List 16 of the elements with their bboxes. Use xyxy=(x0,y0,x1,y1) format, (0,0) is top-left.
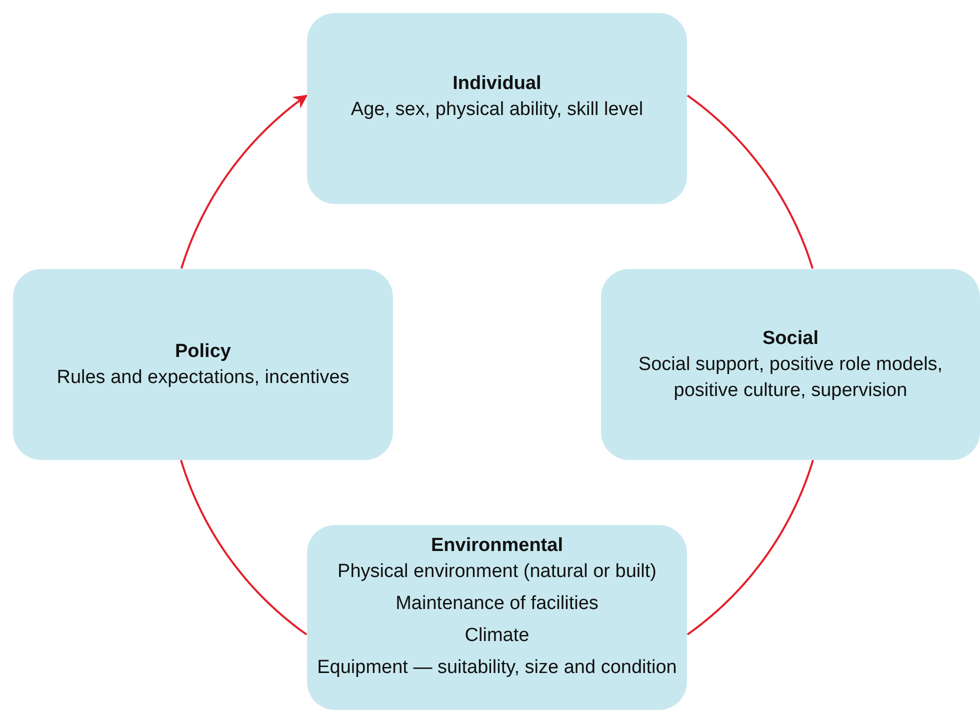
rounded-box xyxy=(13,269,393,460)
box-heading: Policy xyxy=(175,340,231,364)
box-heading: Environmental xyxy=(431,534,563,558)
box-heading: Social xyxy=(762,326,818,350)
rounded-box xyxy=(307,525,687,710)
box-text: Age, sex, physical ability, skill level xyxy=(350,98,644,122)
arrow xyxy=(180,94,308,269)
rounded-box xyxy=(601,269,980,460)
box-text: Rules and expectations, incentives xyxy=(56,366,350,390)
box-text: Physical environment (natural or built) xyxy=(338,560,656,584)
box-text: Social support, positive role models, positive culture, supervision xyxy=(637,352,944,402)
box-text: Climate xyxy=(464,624,530,648)
rounded-box xyxy=(307,13,687,204)
box-heading: Individual xyxy=(452,72,542,96)
box-text: Maintenance of facilities xyxy=(396,592,598,616)
box-text: Equipment — suitability, size and condition xyxy=(317,656,677,680)
